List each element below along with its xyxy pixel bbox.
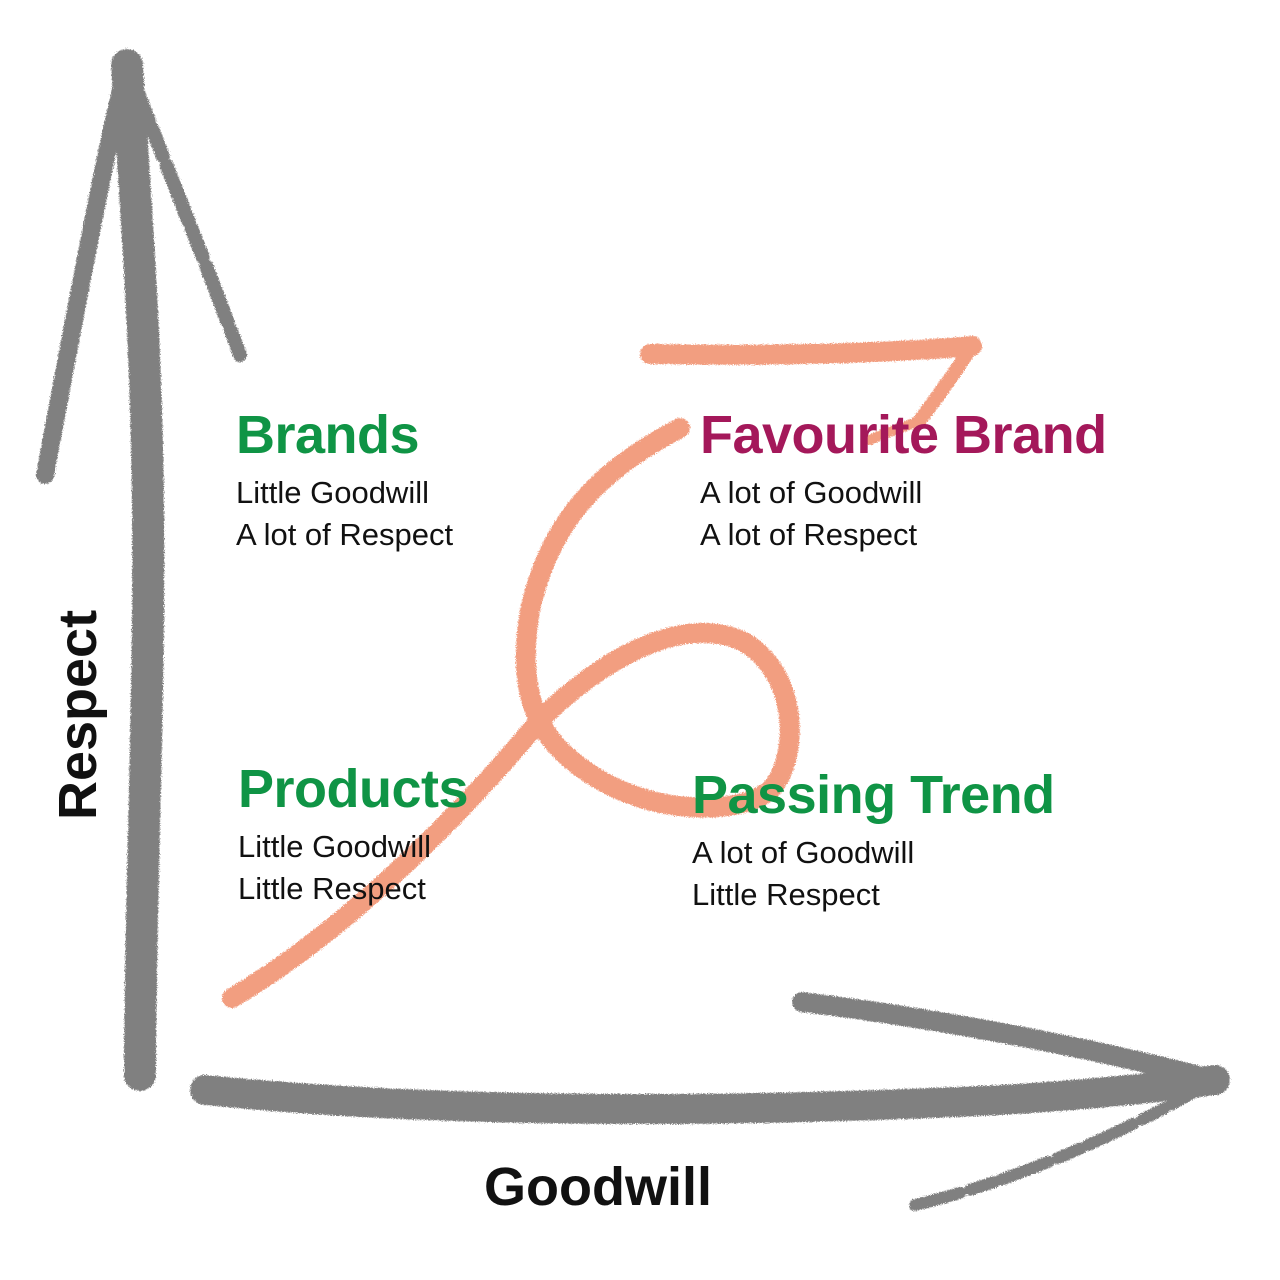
y-axis-arrow-icon [36,49,247,1091]
quadrant-title-favourite-brand: Favourite Brand [700,405,1107,465]
quadrant-goodwill-brands: Little Goodwill [236,475,429,510]
quadrant-favourite-brand: Favourite Brand A lot of Goodwill A lot … [700,408,1107,556]
quadrant-title-passing-trend: Passing Trend [692,765,1055,825]
quadrant-goodwill-passing-trend: A lot of Goodwill [692,835,915,870]
quadrant-products: Products Little Goodwill Little Respect [238,759,469,910]
y-axis-label: Respect [48,609,108,821]
quadrant-passing-trend: Passing Trend A lot of Goodwill Little R… [692,768,1055,916]
quadrant-title-brands: Brands [236,405,420,465]
quadrant-respect-passing-trend: Little Respect [692,877,880,912]
quadrant-respect-products: Little Respect [238,871,426,906]
quadrant-goodwill-favourite-brand: A lot of Goodwill [700,475,923,510]
quadrant-title-products: Products [238,759,469,819]
x-axis-arrow-icon [190,992,1230,1211]
quadrant-brands: Brands Little Goodwill A lot of Respect [236,408,453,556]
x-axis-label: Goodwill [484,1157,712,1217]
quadrant-respect-brands: A lot of Respect [236,517,454,552]
journey-path-icon [222,336,982,1008]
quadrant-goodwill-products: Little Goodwill [238,829,431,864]
quadrant-respect-favourite-brand: A lot of Respect [700,517,918,552]
